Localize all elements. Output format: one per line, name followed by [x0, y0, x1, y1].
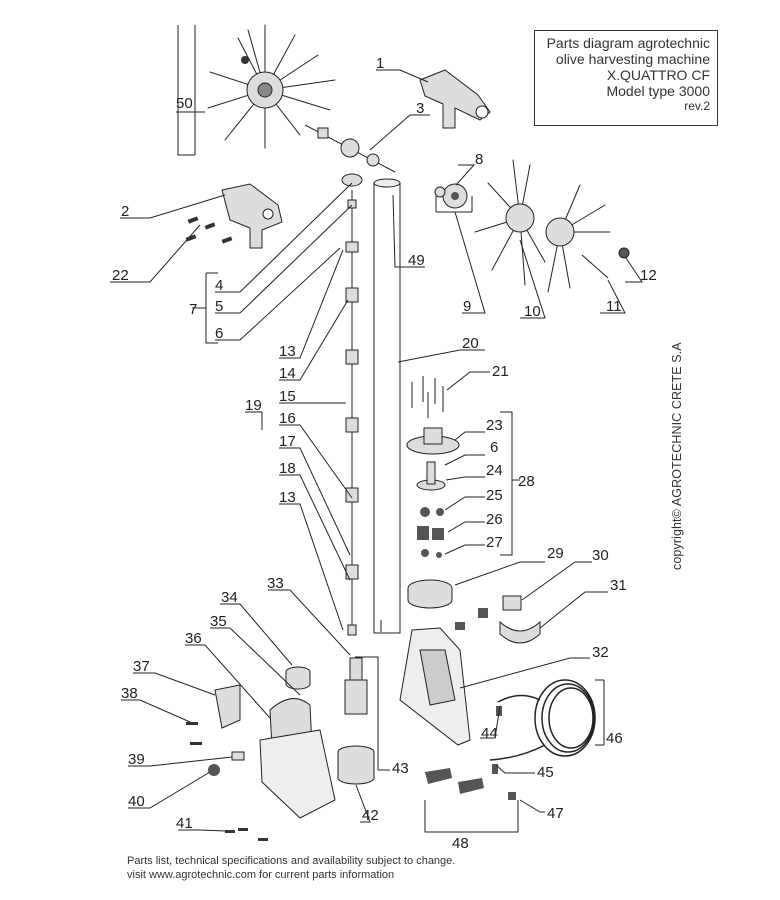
- callout-49: 49: [408, 252, 425, 269]
- callout-32: 32: [592, 644, 609, 661]
- title-revision: rev.2: [684, 99, 710, 113]
- callout-3: 3: [416, 100, 424, 117]
- callout-36: 36: [185, 630, 202, 647]
- part-15-drive-shaft: [341, 173, 363, 636]
- copyright-notice: copyright© AGROTECHNIC CRETE S.A: [670, 342, 684, 570]
- part-34-coupling: [285, 666, 311, 690]
- callout-42: 42: [362, 807, 379, 824]
- callout-24: 24: [486, 462, 503, 479]
- part-38-41-screws: [186, 722, 268, 841]
- title-block: Parts diagram agrotechnic olive harvesti…: [534, 30, 718, 126]
- callout-31: 31: [610, 577, 627, 594]
- callout-15: 15: [279, 388, 296, 405]
- callout-45: 45: [537, 764, 554, 781]
- callout-22: 22: [112, 267, 129, 284]
- part-30-switch: [502, 595, 522, 611]
- callout-23: 23: [486, 417, 503, 434]
- part-39-nut: [231, 751, 245, 761]
- callout-17: 17: [279, 433, 296, 450]
- part-45-terminal: [492, 764, 498, 774]
- callout-29: 29: [547, 545, 564, 562]
- callout-16: 16: [279, 410, 296, 427]
- callout-19: 19: [245, 397, 262, 414]
- part-47-fuse: [508, 792, 516, 800]
- part-12-nut: [618, 247, 630, 259]
- part-8-pinion: [434, 183, 468, 209]
- part-33-armature: [344, 657, 368, 715]
- part-25-27-bearings: [417, 507, 444, 558]
- callout-35: 35: [210, 613, 227, 630]
- callout-4: 4: [215, 277, 223, 294]
- connector-icon: [478, 608, 488, 618]
- part-11-tine-rod: [581, 254, 609, 279]
- callout-8: 8: [475, 151, 483, 168]
- part-21-bolts: [411, 376, 444, 418]
- connector-icon: [455, 622, 465, 630]
- part-35-motor-cover: [259, 698, 336, 819]
- callout-14: 14: [279, 365, 296, 382]
- callout-37: 37: [133, 658, 150, 675]
- callout-38: 38: [121, 685, 138, 702]
- callout-39: 39: [128, 751, 145, 768]
- part-46-power-cable: [489, 679, 596, 761]
- callout-40: 40: [128, 793, 145, 810]
- title-line-2: olive harvesting machine: [555, 51, 710, 67]
- callout-6b: 6: [490, 439, 498, 456]
- part-1-head-holder: [419, 69, 491, 129]
- callout-11: 11: [606, 298, 622, 315]
- title-line-3: X.QUATTRO CF: [606, 67, 710, 83]
- callout-1: 1: [376, 55, 384, 72]
- callout-21: 21: [492, 363, 509, 380]
- callout-20: 20: [462, 335, 479, 352]
- part-32-motor-housing: [399, 627, 471, 746]
- callout-10: 10: [524, 303, 541, 320]
- callout-28: 28: [518, 473, 535, 490]
- footer-line-1: Parts list, technical specifications and…: [127, 855, 456, 867]
- callout-47: 47: [547, 805, 564, 822]
- part-10-comb-tines: [474, 159, 611, 293]
- part-40-nut: [208, 764, 220, 776]
- callout-34: 34: [221, 589, 238, 606]
- callout-6: 6: [215, 325, 223, 342]
- callout-9: 9: [463, 298, 471, 315]
- part-3-shaft-coupling: [304, 124, 396, 173]
- footer-line-2: visit www.agrotechnic.com for current pa…: [127, 869, 395, 881]
- footer-note: Parts list, technical specifications and…: [127, 854, 455, 882]
- callout-7: 7: [189, 301, 197, 318]
- callout-12: 12: [640, 267, 657, 284]
- part-29-housing-ring: [407, 579, 453, 609]
- part-20-main-tube: [373, 178, 401, 634]
- callout-44: 44: [481, 725, 498, 742]
- part-23-flange: [406, 427, 460, 455]
- part-50-comb-head: [207, 24, 336, 149]
- callout-41: 41: [176, 815, 193, 832]
- callout-26: 26: [486, 511, 503, 528]
- callout-27: 27: [486, 534, 503, 551]
- part-2-adapter-body: [221, 183, 283, 249]
- callout-30: 30: [592, 547, 609, 564]
- part-31-clamp: [499, 620, 541, 644]
- callout-33: 33: [267, 575, 284, 592]
- callout-25: 25: [486, 487, 503, 504]
- callout-13: 13: [279, 343, 296, 360]
- callout-13b: 13: [279, 489, 296, 506]
- part-42-sleeve: [337, 745, 375, 785]
- title-line-4: Model type 3000: [606, 83, 710, 99]
- part-24-gear-shaft: [416, 461, 446, 491]
- part-22-screws: [185, 216, 233, 244]
- callout-2: 2: [121, 203, 129, 220]
- callout-50: 50: [176, 95, 193, 112]
- callout-43: 43: [392, 760, 409, 777]
- part-48-battery-clamps: [425, 768, 484, 794]
- part-37-blade: [214, 684, 241, 729]
- callout-5: 5: [215, 298, 223, 315]
- title-line-1: Parts diagram agrotechnic: [546, 35, 710, 51]
- callout-18: 18: [279, 460, 296, 477]
- callout-48: 48: [452, 835, 469, 852]
- callout-46: 46: [606, 730, 623, 747]
